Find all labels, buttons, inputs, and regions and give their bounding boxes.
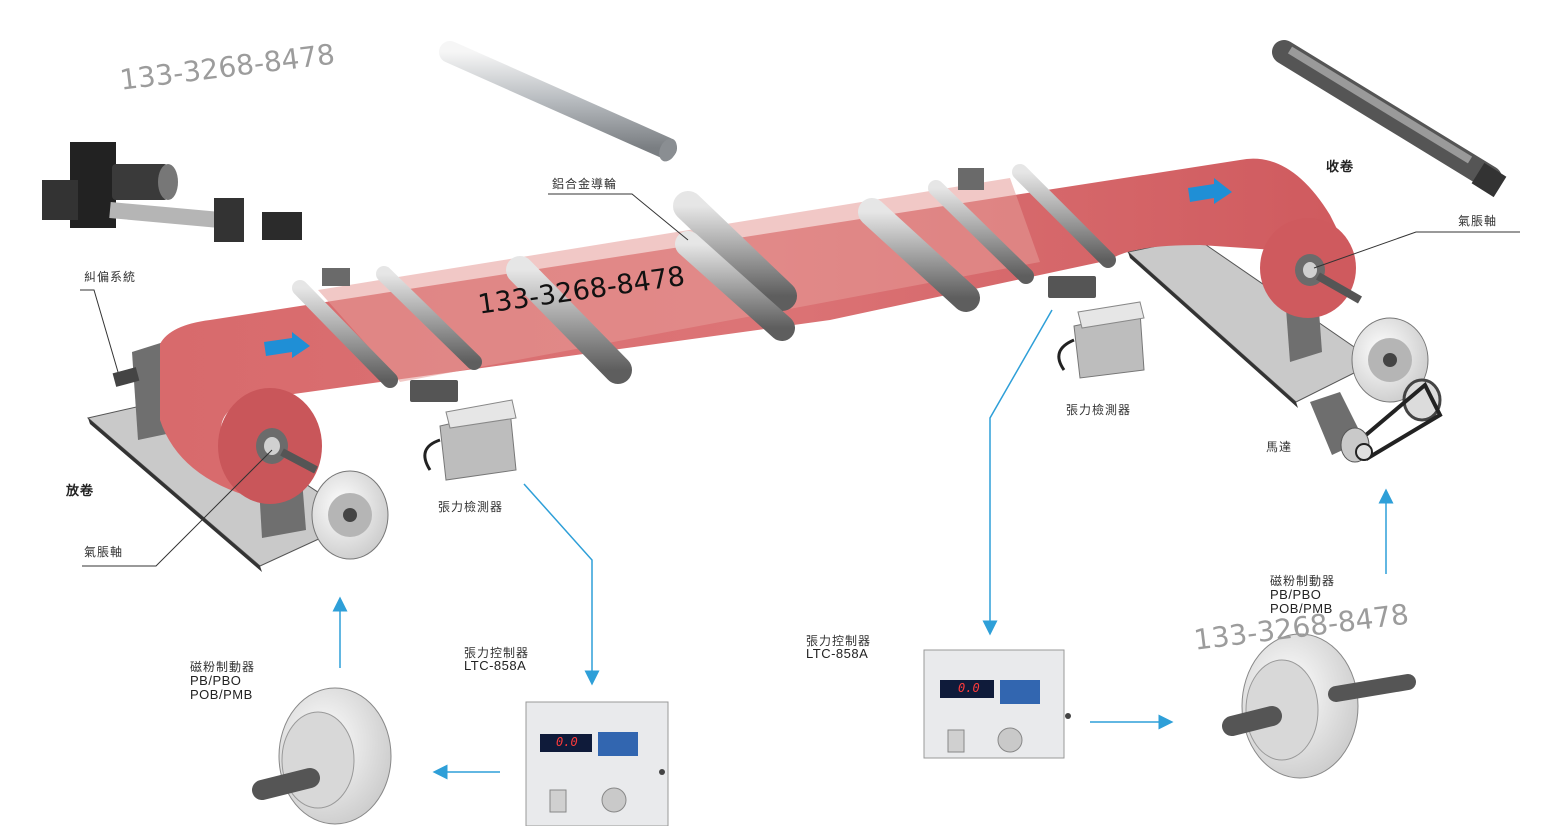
aluminum-roller-image — [439, 41, 677, 162]
motor-label: 馬達 — [1266, 440, 1293, 454]
motor — [1310, 392, 1373, 463]
tension-sensor-image-right — [1057, 301, 1145, 379]
controller-left-model: LTC-858A — [464, 658, 527, 673]
rewind-brake-unit — [1351, 317, 1443, 461]
brake-left-name: 磁粉制動器 — [190, 660, 256, 674]
signal-lines — [332, 309, 1394, 780]
controller-right-model: LTC-858A — [806, 646, 869, 661]
tension-sensor-label-left: 張力檢測器 — [438, 500, 504, 514]
brake-right-models: PB/PBO POB/PMB — [1270, 587, 1333, 616]
controller-right-display: 0.0 — [958, 681, 980, 695]
tension-sensor-label-right: 張力檢測器 — [1066, 403, 1132, 417]
magnetic-brake-left — [252, 687, 392, 825]
controller-left-display: 0.0 — [556, 735, 578, 749]
air-shaft-image — [1272, 40, 1507, 198]
air-shaft-label-left: 氣脹軸 — [84, 545, 124, 559]
guide-system-label: 糾偏系統 — [84, 270, 137, 284]
brake-left-models: PB/PBO POB/PMB — [190, 673, 253, 702]
unwind-label: 放卷 — [66, 484, 95, 499]
guide-system-image — [42, 142, 302, 242]
controller-right-name: 張力控制器 — [806, 634, 872, 648]
unwind-brake-unit — [311, 470, 389, 560]
rewind-label: 收卷 — [1326, 160, 1355, 175]
guide-rollers — [292, 164, 1116, 388]
web-film — [160, 158, 1350, 500]
guide-sensor — [112, 367, 140, 387]
tension-controller-right — [923, 649, 1071, 759]
brake-right-name: 磁粉制動器 — [1270, 574, 1336, 588]
web-direction-arrows — [264, 178, 1232, 358]
aluminum-roller-label: 鋁合金導輪 — [552, 177, 618, 191]
magnetic-brake-right — [1222, 633, 1416, 779]
tension-controller-left — [525, 701, 669, 826]
leader-lines — [80, 193, 1520, 567]
unwind-roll — [218, 388, 322, 504]
tension-sensor-image-left — [423, 399, 517, 481]
controller-left-name: 張力控制器 — [464, 646, 530, 660]
rewind-roll — [1260, 218, 1362, 318]
air-shaft-label-right: 氣脹軸 — [1458, 214, 1498, 228]
inline-sensors — [322, 168, 1096, 402]
